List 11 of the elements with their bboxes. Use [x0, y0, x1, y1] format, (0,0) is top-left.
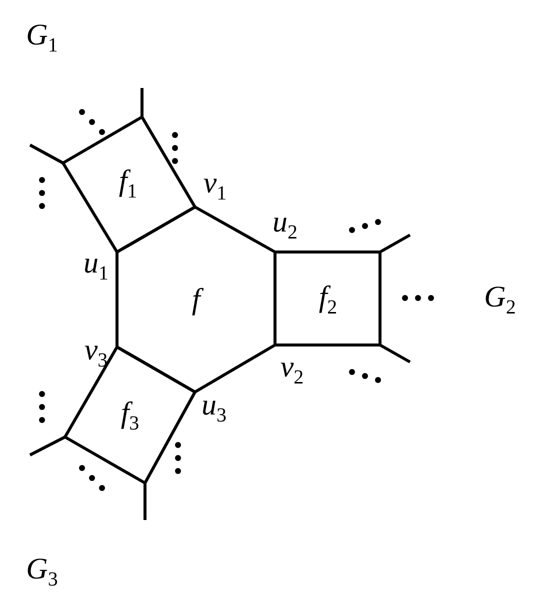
- vertex-label: v$_{2}$: [280, 352, 304, 388]
- face-label: f$_{1}$: [118, 166, 138, 202]
- face-label: f$_{2}$: [318, 282, 338, 318]
- graph-label: G$_{1}$: [26, 20, 58, 56]
- graph-label: G$_{3}$: [26, 554, 58, 590]
- vertex-label: u$_{3}$: [202, 390, 226, 426]
- vertex-label: u$_{1}$: [84, 248, 108, 284]
- face-label: f$_{3}$: [120, 398, 140, 434]
- graph-label: G$_{2}$: [484, 282, 516, 318]
- vertex-label: u$_{2}$: [272, 208, 298, 242]
- vertex-label: v$_{1}$: [203, 168, 227, 204]
